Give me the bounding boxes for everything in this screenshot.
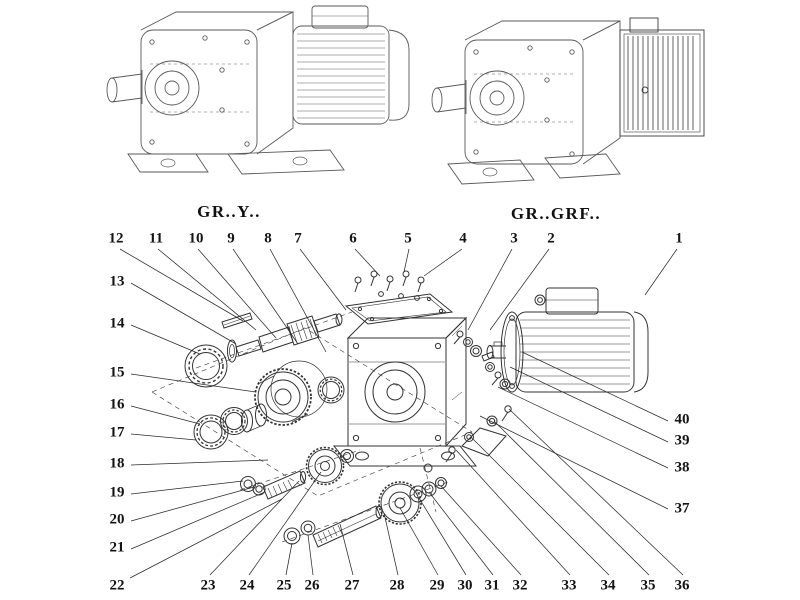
callout-4: 4 <box>459 230 467 247</box>
callout-1: 1 <box>675 230 683 247</box>
big-gear <box>254 360 328 426</box>
bearings-and-spacer <box>193 376 345 450</box>
callout-8: 8 <box>264 230 272 247</box>
callout-14: 14 <box>109 315 125 332</box>
callout-20: 20 <box>109 511 125 528</box>
callout-24: 24 <box>239 577 255 594</box>
callout-19: 19 <box>109 484 125 501</box>
construction-lines <box>151 311 473 543</box>
callout-40: 40 <box>674 411 690 428</box>
cover-bolts <box>354 270 425 301</box>
callout-36: 36 <box>674 577 690 594</box>
callout-27: 27 <box>344 577 360 594</box>
exploded-view <box>151 270 649 548</box>
callout-10: 10 <box>188 230 204 247</box>
model-label-gr-y: GR..Y.. <box>197 202 261 221</box>
callout-16: 16 <box>109 396 125 413</box>
callout-39: 39 <box>674 432 690 449</box>
callout-9: 9 <box>227 230 235 247</box>
callout-25: 25 <box>276 577 292 594</box>
callout-12: 12 <box>108 230 124 247</box>
callout-22: 22 <box>109 577 125 594</box>
callout-35: 35 <box>640 577 656 594</box>
callout-18: 18 <box>109 455 125 472</box>
callout-37: 37 <box>674 500 690 517</box>
callout-26: 26 <box>304 577 320 594</box>
callout-23: 23 <box>200 577 216 594</box>
assembled-view-gr-grf <box>431 17 705 185</box>
callout-15: 15 <box>109 364 125 381</box>
intermediate-gear-set <box>240 446 354 500</box>
callout-6: 6 <box>349 230 357 247</box>
callout-5: 5 <box>404 230 412 247</box>
motor <box>486 287 649 393</box>
callout-31: 31 <box>484 577 500 594</box>
gear-housing <box>332 316 507 473</box>
cover-plate <box>344 293 454 325</box>
callout-29: 29 <box>429 577 445 594</box>
callout-21: 21 <box>109 539 125 556</box>
small-fasteners <box>445 405 512 463</box>
ribbed-fan-block <box>619 17 705 137</box>
callout-33: 33 <box>561 577 577 594</box>
model-label-gr-grf: GR..GRF.. <box>510 204 602 223</box>
assembled-view-gr-y <box>106 5 410 175</box>
flange-fasteners <box>453 330 511 390</box>
callout-13: 13 <box>109 273 125 290</box>
callout-38: 38 <box>674 459 690 476</box>
callout-28: 28 <box>389 577 405 594</box>
leader-lines <box>119 248 684 579</box>
callout-34: 34 <box>600 577 616 594</box>
callout-11: 11 <box>148 230 164 247</box>
oil-seal-and-bearing <box>184 339 237 388</box>
callout-32: 32 <box>512 577 528 594</box>
callout-3: 3 <box>510 230 518 247</box>
callout-17: 17 <box>109 424 125 441</box>
callout-7: 7 <box>294 230 302 247</box>
callout-2: 2 <box>547 230 555 247</box>
callout-30: 30 <box>457 577 473 594</box>
input-shaft-assembly <box>221 312 343 357</box>
